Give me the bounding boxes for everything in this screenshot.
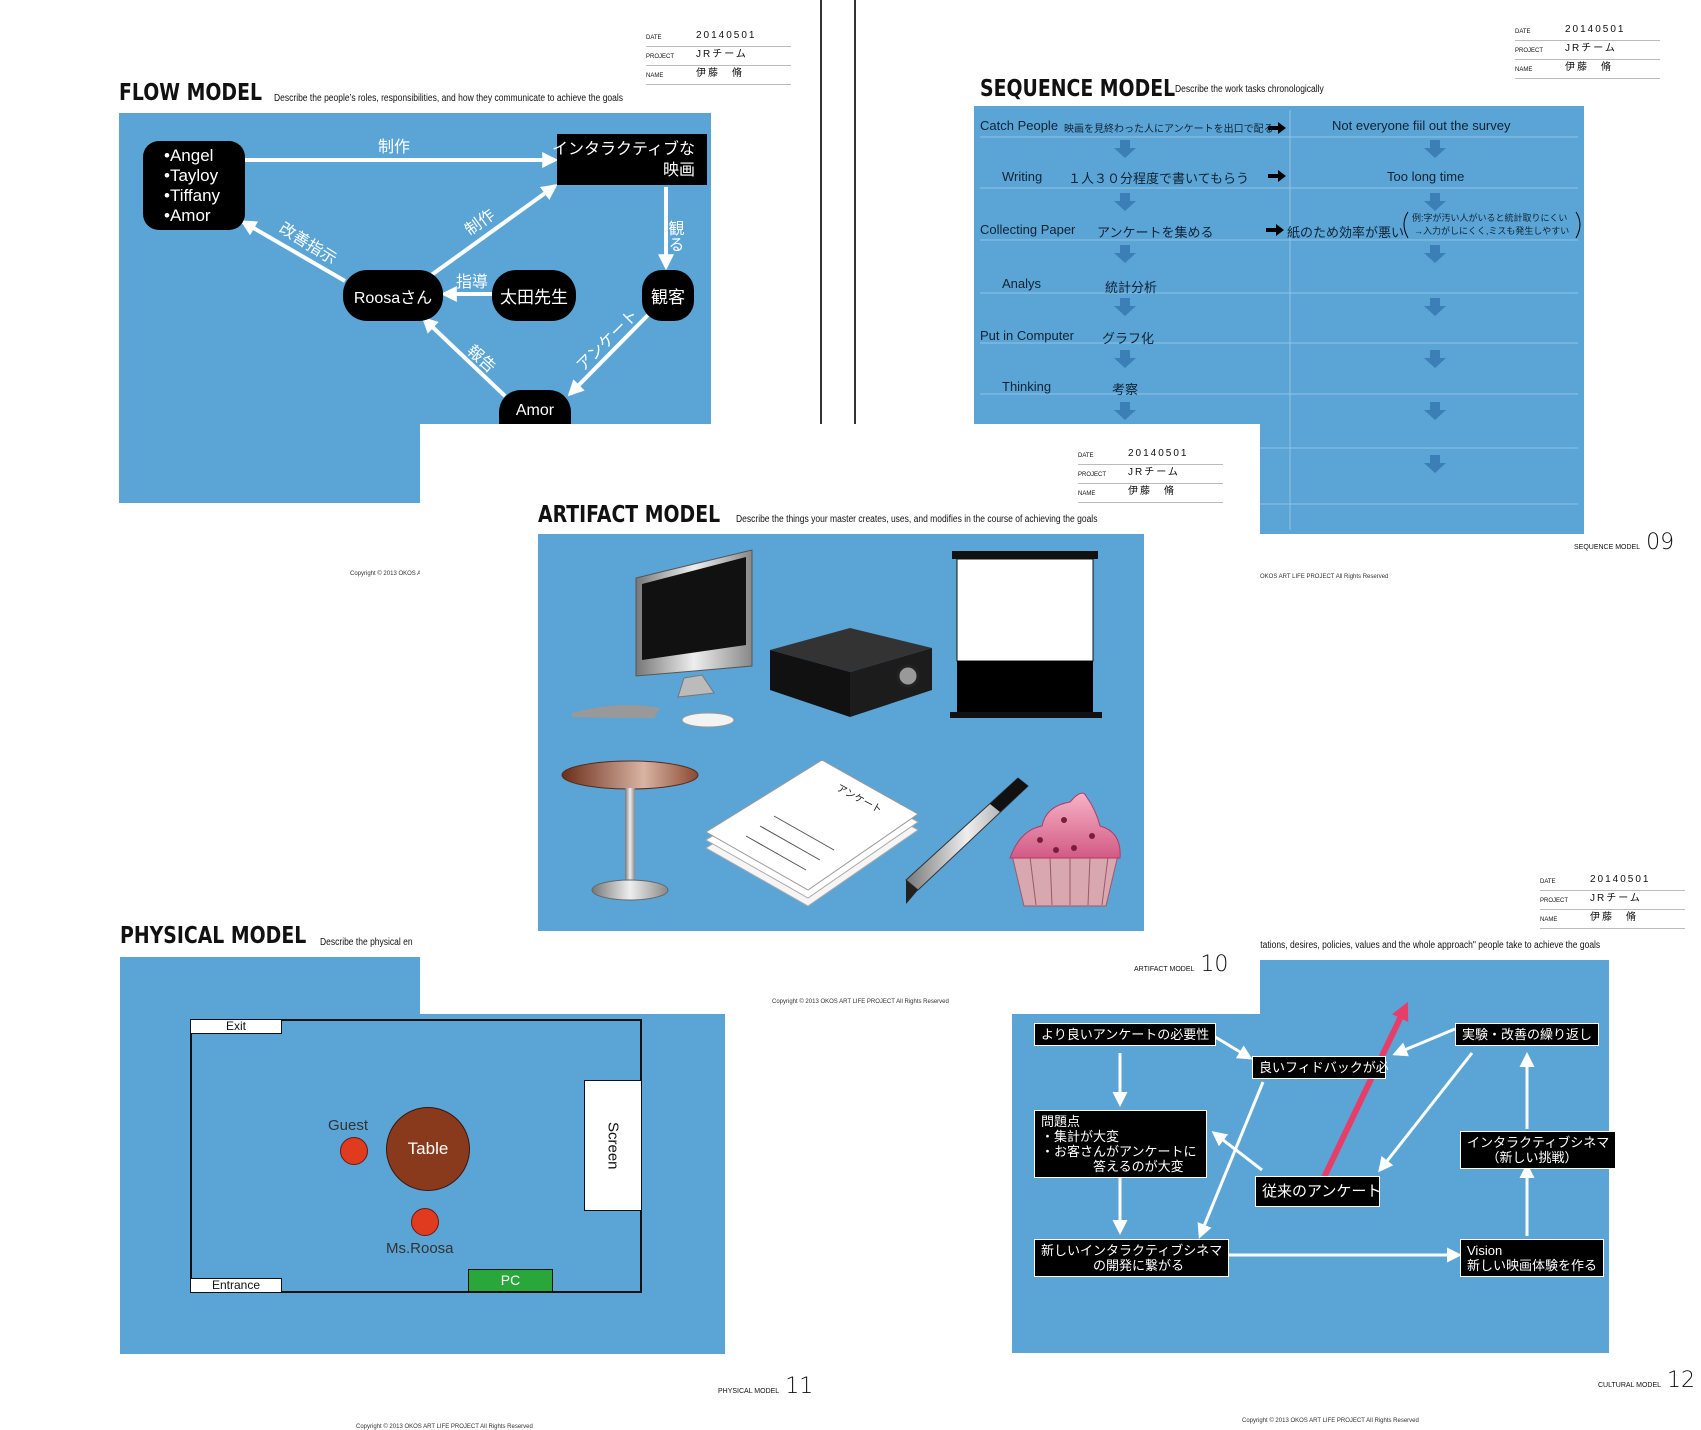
c-node-cinema-challenge: インタラクティブシネマ （新しい挑戦） <box>1460 1131 1617 1169</box>
physical-page-number: PHYSICAL MODEL 11 <box>718 1374 814 1399</box>
cultural-copyright: Copyright © 2013 OKOS ART LIFE PROJECT A… <box>1242 1418 1419 1424</box>
physical-title: PHYSICAL MODEL <box>120 923 307 949</box>
table-icon <box>561 760 699 901</box>
seq-action-5: 考察 <box>1112 382 1139 397</box>
entrance-door: Entrance <box>190 1278 282 1293</box>
seq-issue-0: Not everyone fiil out the survey <box>1332 118 1511 133</box>
sequence-copyright: OKOS ART LIFE PROJECT All Rights Reserve… <box>1260 574 1389 580</box>
seq-note-2b: →入力がしにくく,ミスも発生しやすい <box>1414 226 1570 236</box>
node-people: •Angel •Tayloy •Tiffany •Amor <box>143 141 245 230</box>
flow-desc: Describe the people’s roles, responsibil… <box>274 93 624 104</box>
guest-marker <box>340 1137 368 1165</box>
edge-roosa-people <box>240 220 347 283</box>
edge-label-seisaku1: 制作 <box>378 137 410 156</box>
seq-step-3: Analys <box>1002 276 1042 291</box>
c-node-new-dev: 新しいインタラクティブシネマ の開発に繋がる <box>1034 1239 1230 1277</box>
physical-copyright: Copyright © 2013 OKOS ART LIFE PROJECT A… <box>356 1424 533 1430</box>
monitor-icon <box>572 549 753 728</box>
c-node-need: より良いアンケートの必要性 <box>1034 1023 1217 1046</box>
node-roosa: Roosaさん <box>343 270 443 321</box>
edge-audience-amor <box>567 313 650 397</box>
c-edge-repeat-conv <box>1378 1052 1474 1173</box>
cupcake-icon <box>1009 792 1121 907</box>
node-audience: 観客 <box>642 270 694 321</box>
c-node-repeat: 実験・改善の繰り返し <box>1455 1023 1600 1046</box>
c-node-conventional: 従来のアンケート <box>1255 1176 1381 1207</box>
artifact-copyright: Copyright © 2013 OKOS ART LIFE PROJECT A… <box>772 999 949 1005</box>
seq-action-3: 統計分析 <box>1105 280 1158 295</box>
seq-step-2: Collecting Paper <box>980 222 1076 237</box>
node-film: インタラクティブな 映画 <box>552 134 707 185</box>
seq-step-5: Thinking <box>1002 379 1052 394</box>
c-edge-feedback-new <box>1197 1081 1265 1239</box>
physical-desc: Describe the physical en <box>320 937 413 948</box>
seq-action-1: １人３０分程度で書いてもらう <box>1068 171 1249 186</box>
seq-action-0: 映画を見終わった人にアンケートを出口で配る <box>1064 124 1274 135</box>
edge-roosa-film <box>428 184 558 278</box>
cultural-page-number: CULTURAL MODEL 12 <box>1598 1368 1696 1393</box>
edge-label-shidou: 指導 <box>456 272 488 291</box>
cultural-desc: xtations, desires, policies, values and … <box>1256 940 1601 951</box>
projection-screen-icon <box>950 551 1102 718</box>
projector-icon <box>770 628 932 717</box>
edge-label-miru: 観る <box>666 220 685 252</box>
artifact-title: ARTIFACT MODEL <box>538 502 721 528</box>
msroosa-label: Ms.Roosa <box>386 1240 454 1257</box>
msroosa-marker <box>411 1208 439 1236</box>
artifact-page-number: ARTIFACT MODEL 10 <box>1134 952 1229 977</box>
seq-action-4: グラフ化 <box>1102 331 1155 346</box>
seq-issue-2: 紙のため効率が悪い <box>1287 225 1405 240</box>
exit-door: Exit <box>190 1019 282 1034</box>
edge-amor-roosa <box>421 316 507 398</box>
sequence-page-number: SEQUENCE MODEL 09 <box>1574 530 1675 555</box>
guest-label: Guest <box>328 1117 369 1134</box>
flow-title: FLOW MODEL <box>119 80 263 106</box>
seq-action-2: アンケートを集める <box>1097 225 1214 240</box>
seq-step-4: Put in Computer <box>980 328 1074 343</box>
node-ota: 太田先生 <box>492 270 576 321</box>
seq-step-0: Catch People <box>980 118 1059 133</box>
c-edge-repeat-feedback <box>1392 1027 1456 1057</box>
sequence-desc: Describe the work tasks chronologically <box>1175 84 1324 95</box>
sequence-title: SEQUENCE MODEL <box>980 76 1176 102</box>
c-node-problems: 問題点 ・集計が大変 ・お客さんがアンケートに 答えるのが大変 <box>1034 1110 1207 1178</box>
c-node-feedback: 良いフィドバックが必 <box>1252 1056 1389 1079</box>
artifact-desc: Describe the things your master creates,… <box>736 514 1098 525</box>
pen-icon <box>905 777 1029 904</box>
pc-object: PC <box>468 1269 553 1292</box>
flow-copyright: Copyright © 2013 OKOS ART LIF <box>350 571 440 577</box>
seq-issue-1: Too long time <box>1387 169 1465 184</box>
survey-papers-icon: アンケート <box>705 759 919 907</box>
seq-note-2a: 例:字が汚い人がいると統計取りにくい <box>1412 213 1568 223</box>
seq-step-1: Writing <box>1002 169 1043 184</box>
c-edge-highlight <box>1315 1001 1409 1192</box>
c-node-vision: Vision 新しい映画体験を作る <box>1460 1239 1605 1277</box>
c-edge-conv-problems <box>1211 1131 1263 1172</box>
table-object: Table <box>386 1107 470 1191</box>
screen-object: Screen <box>584 1080 642 1211</box>
